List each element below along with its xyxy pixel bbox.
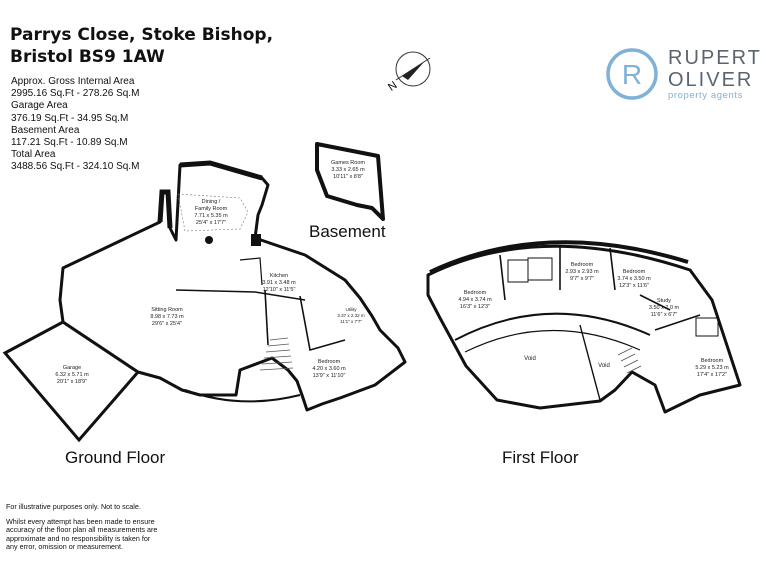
- garage-name: Garage: [63, 365, 81, 371]
- basement-area-label: Basement Area: [11, 124, 80, 136]
- ff-bedroom-4-name: Bedroom: [701, 358, 724, 364]
- sitting-room-metric: 8.98 x 7.73 m: [150, 314, 184, 320]
- ff-bedroom-3-metric: 3.74 x 3.50 m: [617, 276, 651, 282]
- study-metric: 3.50 x 2.0 m: [649, 305, 680, 311]
- ff-bedroom-4-imperial: 17'4" x 17'2": [697, 372, 727, 378]
- garage-area-label: Garage Area: [11, 100, 68, 112]
- agency-logo: R RUPERT OLIVER property agents: [604, 46, 760, 106]
- ff-bedroom-1-metric: 4.94 x 3.74 m: [458, 297, 492, 303]
- gf-bedroom-imperial: 13'9" x 11'10": [313, 373, 346, 379]
- address-line-1: Parrys Close, Stoke Bishop,: [10, 25, 274, 45]
- address-line-2: Bristol BS9 1AW: [10, 47, 165, 67]
- dining-room-metric: 7.71 x 5.35 m: [194, 213, 228, 219]
- disclaimer-line-5: any error, omission or measurement.: [6, 542, 124, 552]
- compass-north-arrow-icon: N: [386, 51, 431, 94]
- dining-room-name: Dining /: [202, 199, 221, 205]
- gf-bedroom-name: Bedroom: [318, 359, 341, 365]
- gross-area-value: 2995.16 Sq.Ft - 278.26 Sq.M: [11, 88, 140, 100]
- utility-imperial: 11'1" x 7'7": [340, 319, 362, 324]
- logo-tagline: property agents: [668, 90, 744, 101]
- first-floor-plan: Bedroom 4.94 x 3.74 m 16'3" x 12'3" Bedr…: [426, 240, 742, 414]
- gf-bedroom-metric: 4.20 x 3.60 m: [312, 366, 346, 372]
- compass-n-label: N: [386, 79, 399, 93]
- ff-bedroom-3-imperial: 12'3" x 11'6": [619, 283, 649, 289]
- utility-metric: 3.37 x 2.32 m: [337, 313, 365, 318]
- disclaimer-line-1: For illustrative purposes only. Not to s…: [6, 502, 141, 511]
- ground-floor-label: Ground Floor: [65, 448, 166, 467]
- total-area-label: Total Area: [11, 149, 56, 161]
- games-room-imperial: 10'11" x 8'8": [333, 174, 363, 180]
- void-1-label: Void: [524, 356, 536, 362]
- ground-floor-plan: Garage 6.32 x 5.71 m 20'1" x 18'9" Dinin…: [2, 160, 407, 443]
- garage-metric: 6.32 x 5.71 m: [55, 372, 89, 378]
- games-room-metric: 3.33 x 2.65 m: [331, 167, 365, 173]
- basement-area-value: 117.21 Sq.Ft - 10.89 Sq.M: [11, 137, 128, 149]
- kitchen-metric: 3.91 x 3.48 m: [262, 280, 296, 286]
- utility-name: Utility: [346, 307, 358, 312]
- logo-line-2: OLIVER: [668, 69, 754, 91]
- ff-bedroom-1-imperial: 16'3" x 12'3": [460, 304, 490, 310]
- study-name: Study: [657, 298, 671, 304]
- ff-bedroom-2-imperial: 9'7" x 9'7": [570, 276, 594, 282]
- logo-mark-letter: R: [622, 59, 642, 90]
- gross-area-label: Approx. Gross Internal Area: [11, 76, 135, 87]
- total-area-value: 3488.56 Sq.Ft - 324.10 Sq.M: [11, 161, 140, 173]
- logo-line-1: RUPERT: [668, 47, 762, 69]
- kitchen-name: Kitchen: [270, 273, 288, 279]
- sitting-room-imperial: 29'6" x 25'4": [152, 321, 182, 327]
- garage-imperial: 20'1" x 18'9": [57, 379, 87, 385]
- ff-bedroom-3-name: Bedroom: [623, 269, 646, 275]
- first-floor-label: First Floor: [502, 448, 579, 467]
- ff-bedroom-2-metric: 2.93 x 2.93 m: [565, 269, 599, 275]
- disclaimer-line-3: accuracy of the floor plan all measureme…: [6, 525, 158, 535]
- property-address: Parrys Close, Stoke Bishop, Bristol BS9 …: [10, 24, 273, 68]
- disclaimer-line-4: approximate and no responsibility is tak…: [6, 533, 151, 543]
- disclaimer: For illustrative purposes only. Not to s…: [6, 502, 196, 552]
- games-room-name: Games Room: [331, 160, 365, 166]
- logo-mark-icon: R: [606, 48, 658, 100]
- kitchen-imperial: 12'10" x 11'5": [263, 287, 296, 293]
- ff-bedroom-2-name: Bedroom: [571, 262, 594, 268]
- ff-bedroom-1-name: Bedroom: [464, 290, 487, 296]
- dining-room-name-2: Family Room: [195, 206, 228, 212]
- void-2-label: Void: [598, 363, 610, 369]
- dining-room-imperial: 25'4" x 17'7": [196, 220, 226, 226]
- garage-area-value: 376.19 Sq.Ft - 34.95 Sq.M: [11, 112, 129, 124]
- basement-label: Basement: [309, 222, 386, 241]
- study-imperial: 11'6" x 6'7": [651, 312, 678, 318]
- area-summary: Approx. Gross Internal Area 2995.16 Sq.F…: [11, 76, 139, 174]
- disclaimer-line-2: Whilst every attempt has been made to en…: [6, 516, 155, 526]
- basement-plan: Games Room 3.33 x 2.65 m 10'11" x 8'8": [315, 142, 385, 221]
- ff-bedroom-4-metric: 5.29 x 5.23 m: [695, 365, 729, 371]
- sitting-room-name: Sitting Room: [151, 307, 183, 313]
